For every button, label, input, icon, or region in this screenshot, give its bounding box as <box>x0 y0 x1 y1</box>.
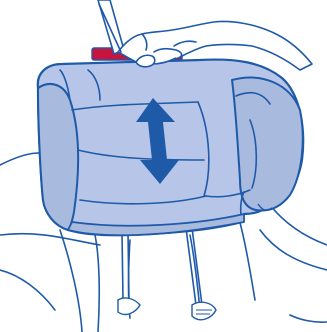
headrest-icon <box>38 60 303 236</box>
headrest-posts <box>122 228 202 305</box>
